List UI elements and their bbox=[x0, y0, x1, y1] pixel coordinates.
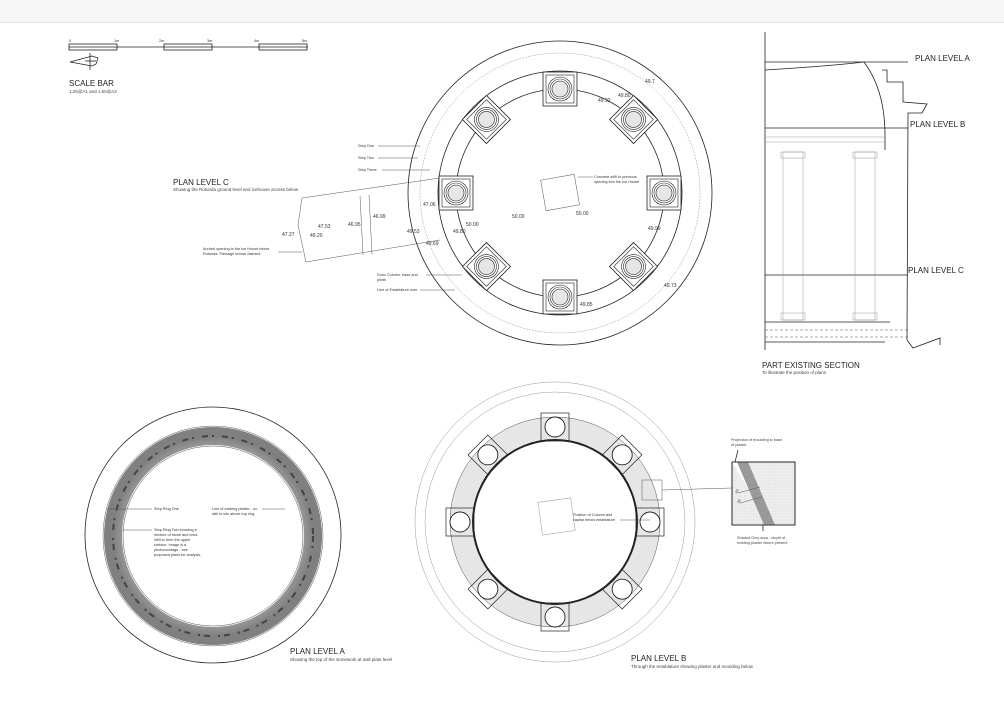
svg-text:lath in situ above top ring.: lath in situ above top ring. bbox=[212, 512, 255, 516]
note-ring-one: Step Ring One bbox=[154, 507, 179, 511]
column-position bbox=[601, 568, 643, 610]
svg-text:47.27: 47.27 bbox=[282, 232, 295, 238]
plan-b-title: PLAN LEVEL B bbox=[631, 654, 686, 663]
svg-text:49.80: 49.80 bbox=[618, 93, 631, 99]
svg-text:mixture of stone and brick: mixture of stone and brick bbox=[154, 533, 198, 537]
column-position bbox=[540, 412, 570, 442]
plan-a-subtitle: Showing the top of the stonework at wall… bbox=[290, 657, 392, 662]
svg-text:47.53: 47.53 bbox=[318, 224, 331, 230]
note-doric-column: Doric Column, base and bbox=[377, 273, 418, 277]
svg-text:infill to form the upper: infill to form the upper bbox=[154, 538, 191, 542]
svg-text:49.20: 49.20 bbox=[310, 233, 323, 239]
svg-text:49.99: 49.99 bbox=[648, 226, 661, 232]
doric-column bbox=[542, 279, 578, 315]
scale-bar-title: SCALE BAR bbox=[69, 79, 114, 88]
note-step-two: Step Two bbox=[358, 156, 374, 160]
note-arched-opening: Arched opening to the Ice House below bbox=[203, 247, 270, 251]
section-level-b: PLAN LEVEL B bbox=[910, 120, 965, 129]
svg-text:47.06: 47.06 bbox=[423, 202, 436, 208]
section-subtitle: To illustrate the position of plans bbox=[762, 370, 827, 375]
scale-tick: 0 bbox=[69, 39, 71, 43]
note-entablature: Line of Entablature over bbox=[377, 288, 418, 292]
plan-level-c: 47.27 49.20 47.53 46.95 46.99 47.06 49.5… bbox=[173, 40, 713, 346]
svg-text:of plaster: of plaster bbox=[731, 443, 747, 447]
svg-text:50.00: 50.00 bbox=[512, 214, 525, 220]
plan-b-subtitle: Through the entablature showing plaster … bbox=[631, 664, 754, 669]
note-existing-plaster: Line of existing plaster - no bbox=[212, 507, 257, 511]
dimension-label: 35 bbox=[736, 499, 742, 505]
svg-text:capital below entablature: capital below entablature bbox=[573, 518, 615, 522]
scale-bar: 0 1m 2m 3m 4m 5m SCALE BAR 1:25@A1 and 1… bbox=[68, 39, 308, 94]
svg-text:existing plaster where present: existing plaster where present bbox=[737, 541, 788, 545]
note-column-position: Position of Column and bbox=[573, 513, 612, 517]
note-shaded-grey: Shaded Grey area - depth of bbox=[737, 536, 786, 540]
note-ring-two: Step Ring Two showing a bbox=[154, 528, 198, 532]
doric-column bbox=[461, 241, 512, 292]
plan-level-a: Step Ring One Step Ring Two showing a mi… bbox=[84, 406, 392, 664]
svg-text:49.69: 49.69 bbox=[426, 241, 439, 247]
plan-c-subtitle: Showing the Rotunda ground level and ice… bbox=[173, 187, 299, 192]
viewer-top-bar bbox=[0, 0, 1004, 23]
plan-c-title: PLAN LEVEL C bbox=[173, 178, 229, 187]
svg-text:46.95: 46.95 bbox=[348, 222, 361, 228]
column-group bbox=[438, 71, 682, 315]
scale-bar-subtitle: 1:25@A1 and 1:50@A3 bbox=[69, 89, 117, 94]
column-position bbox=[635, 507, 665, 537]
svg-text:photomontage - see: photomontage - see bbox=[154, 548, 188, 552]
scale-tick: 3m bbox=[207, 39, 212, 43]
svg-text:50.00: 50.00 bbox=[466, 222, 479, 228]
svg-text:49.85: 49.85 bbox=[580, 302, 593, 308]
svg-text:surface. Image is a: surface. Image is a bbox=[154, 543, 187, 547]
column-position bbox=[601, 434, 643, 476]
doric-column bbox=[608, 241, 659, 292]
column-position bbox=[467, 434, 509, 476]
concrete-infill bbox=[540, 173, 580, 211]
scale-tick: 5m bbox=[302, 39, 307, 43]
doric-column bbox=[646, 175, 682, 211]
note-projection: Projection of moulding to base bbox=[731, 438, 782, 442]
note-concrete: Concrete infill to previous bbox=[594, 175, 637, 179]
column-position bbox=[540, 602, 570, 632]
note-step-one: Step One bbox=[358, 144, 374, 148]
svg-text:Rotunda. Passage shown dashed.: Rotunda. Passage shown dashed. bbox=[203, 252, 261, 256]
svg-text:opening into the Ice House: opening into the Ice House bbox=[594, 180, 639, 184]
svg-text:49.73: 49.73 bbox=[664, 283, 677, 289]
svg-text:50.00: 50.00 bbox=[576, 211, 589, 217]
svg-text:49.80: 49.80 bbox=[453, 229, 466, 235]
doric-column bbox=[438, 175, 474, 211]
svg-text:49.92: 49.92 bbox=[598, 98, 611, 104]
note-step-three: Step Three bbox=[358, 168, 377, 172]
plan-a-title: PLAN LEVEL A bbox=[290, 647, 346, 656]
plan-level-b: Position of Column and capital below ent… bbox=[414, 381, 796, 669]
ice-house-passage bbox=[297, 177, 441, 263]
column-group bbox=[445, 412, 665, 632]
dimension-label: 44 bbox=[734, 489, 740, 495]
scale-tick: 2m bbox=[159, 39, 164, 43]
doric-column bbox=[461, 94, 512, 145]
scale-tick: 4m bbox=[254, 39, 259, 43]
doric-column bbox=[608, 94, 659, 145]
svg-text:49.53: 49.53 bbox=[407, 229, 420, 235]
svg-text:49.7: 49.7 bbox=[645, 79, 655, 85]
section-title: PART EXISTING SECTION bbox=[762, 361, 860, 370]
level-readings: 47.27 49.20 47.53 46.95 46.99 47.06 49.5… bbox=[282, 79, 677, 308]
column-position bbox=[445, 507, 475, 537]
section-level-a: PLAN LEVEL A bbox=[915, 54, 971, 63]
scale-tick: 1m bbox=[114, 39, 119, 43]
north-arrow-icon bbox=[69, 53, 99, 70]
svg-text:plinth: plinth bbox=[377, 278, 386, 282]
doric-column bbox=[542, 71, 578, 107]
svg-text:46.99: 46.99 bbox=[373, 214, 386, 220]
section-level-c: PLAN LEVEL C bbox=[908, 266, 964, 275]
svg-text:proposed plans for analysis.: proposed plans for analysis. bbox=[154, 553, 201, 557]
part-existing-section: PLAN LEVEL A PLAN LEVEL B PLAN LEVEL C P… bbox=[762, 32, 971, 375]
moulding-detail: 44 35 Projection of moulding to base of … bbox=[731, 438, 796, 545]
column-position bbox=[467, 568, 509, 610]
